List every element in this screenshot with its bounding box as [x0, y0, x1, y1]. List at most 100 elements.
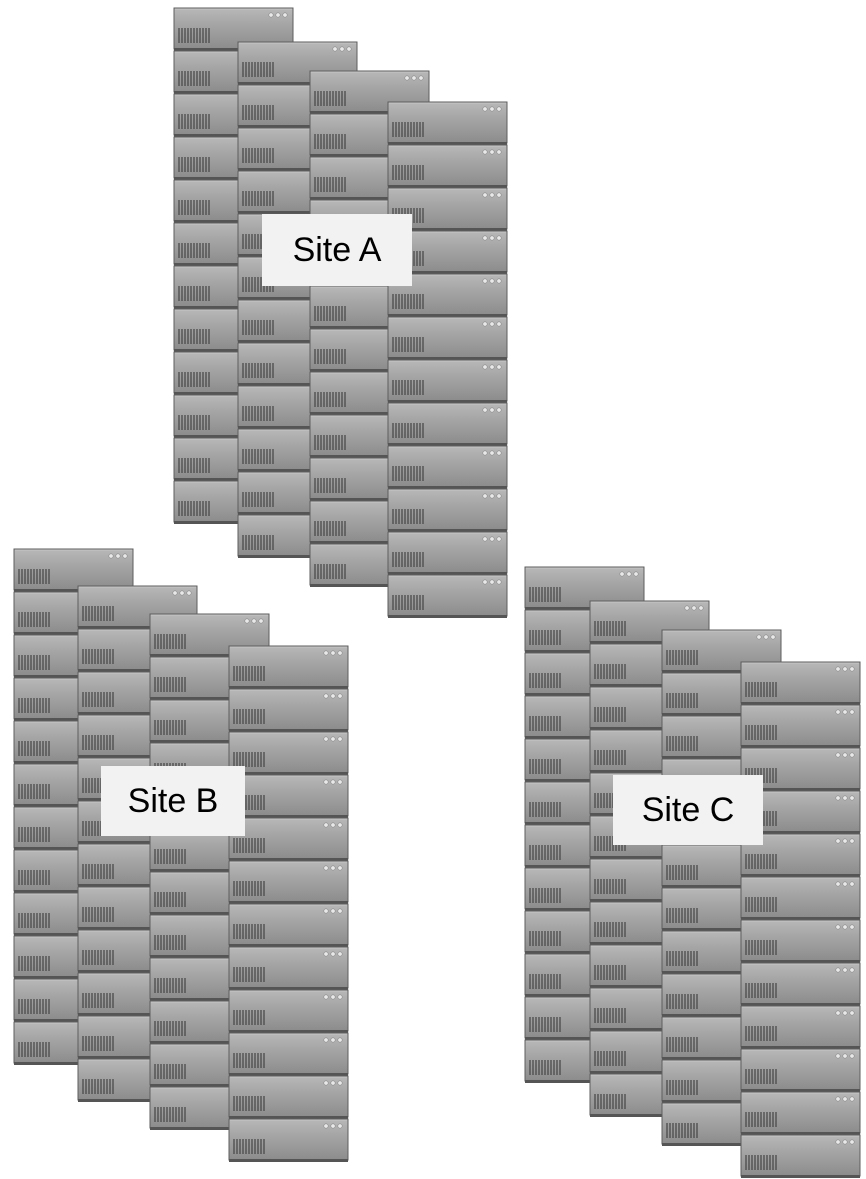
server-unit-face [740, 661, 861, 704]
server-unit [740, 962, 861, 1006]
vent-icon [666, 1123, 698, 1138]
server-unit-ledge [229, 772, 348, 775]
server-unit-ledge [238, 211, 357, 214]
status-leds-icon [323, 951, 343, 957]
status-leds-icon [332, 46, 352, 52]
vent-icon [392, 380, 424, 395]
vent-icon [314, 435, 346, 450]
status-leds-icon [482, 278, 502, 284]
server-unit-ledge [238, 512, 357, 515]
vent-icon [594, 922, 626, 937]
server-unit-ledge [741, 1132, 860, 1135]
vent-icon [594, 879, 626, 894]
vent-icon [745, 940, 777, 955]
vent-icon [242, 535, 274, 550]
vent-icon [154, 1021, 186, 1036]
server-unit-ledge [741, 1175, 860, 1178]
server-unit-ledge [14, 847, 133, 850]
server-unit [228, 1118, 349, 1162]
server-rack [228, 645, 349, 1162]
server-unit-face [228, 645, 349, 688]
server-unit-ledge [174, 392, 293, 395]
server-unit-ledge [174, 134, 293, 137]
vent-icon [745, 1112, 777, 1127]
server-unit-ledge [238, 555, 357, 558]
server-unit-ledge [229, 1030, 348, 1033]
server-unit-ledge [229, 686, 348, 689]
server-unit-ledge [662, 1100, 781, 1103]
server-unit-face [228, 817, 349, 860]
server-unit-face [228, 989, 349, 1032]
server-unit [228, 817, 349, 861]
status-leds-icon [323, 1037, 343, 1043]
server-unit-ledge [78, 626, 197, 629]
server-unit-face [740, 1134, 861, 1177]
server-unit-ledge [741, 702, 860, 705]
server-unit-ledge [662, 928, 781, 931]
server-unit-face [740, 1048, 861, 1091]
server-unit-ledge [238, 297, 357, 300]
server-unit-ledge [590, 1114, 709, 1117]
vent-icon [745, 682, 777, 697]
server-unit [387, 359, 508, 403]
vent-icon [314, 91, 346, 106]
vent-icon [666, 693, 698, 708]
vent-icon [233, 838, 265, 853]
server-unit-face [387, 574, 508, 617]
vent-icon [529, 716, 561, 731]
server-unit-ledge [590, 727, 709, 730]
vent-icon [529, 1060, 561, 1075]
server-unit [740, 1048, 861, 1092]
vent-icon [392, 595, 424, 610]
vent-icon [392, 337, 424, 352]
server-unit-ledge [741, 831, 860, 834]
vent-icon [178, 286, 210, 301]
vent-icon [82, 649, 114, 664]
server-unit-face [228, 731, 349, 774]
vent-icon [392, 165, 424, 180]
status-leds-icon [482, 364, 502, 370]
vent-icon [666, 951, 698, 966]
site-b-racks [13, 548, 349, 1162]
vent-icon [242, 492, 274, 507]
server-unit [387, 101, 508, 145]
vent-icon [154, 677, 186, 692]
server-unit-ledge [14, 933, 133, 936]
server-unit-face [740, 876, 861, 919]
server-unit-ledge [388, 615, 507, 618]
status-leds-icon [323, 650, 343, 656]
server-unit [13, 548, 134, 592]
vent-icon [594, 1094, 626, 1109]
server-unit-ledge [590, 684, 709, 687]
server-unit-ledge [525, 908, 644, 911]
vent-icon [314, 177, 346, 192]
server-unit-ledge [150, 1084, 269, 1087]
server-unit-ledge [662, 885, 781, 888]
server-unit-ledge [590, 1028, 709, 1031]
status-leds-icon [482, 106, 502, 112]
server-unit-ledge [174, 435, 293, 438]
vent-icon [233, 666, 265, 681]
server-unit [228, 903, 349, 947]
vent-icon [18, 827, 50, 842]
vent-icon [18, 870, 50, 885]
server-unit [228, 1075, 349, 1119]
server-unit-face [740, 1091, 861, 1134]
server-unit-ledge [174, 306, 293, 309]
site-c-racks [524, 566, 861, 1178]
server-unit-ledge [150, 955, 269, 958]
vent-icon [314, 392, 346, 407]
server-unit-face [13, 548, 134, 591]
server-unit-ledge [229, 815, 348, 818]
vent-icon [392, 423, 424, 438]
server-unit-face [228, 1075, 349, 1118]
server-unit-face [387, 101, 508, 144]
server-unit [387, 531, 508, 575]
vent-icon [154, 1064, 186, 1079]
vent-icon [529, 845, 561, 860]
status-leds-icon [482, 235, 502, 241]
vent-icon [233, 967, 265, 982]
vent-icon [178, 458, 210, 473]
vent-icon [233, 924, 265, 939]
server-unit [309, 70, 430, 114]
